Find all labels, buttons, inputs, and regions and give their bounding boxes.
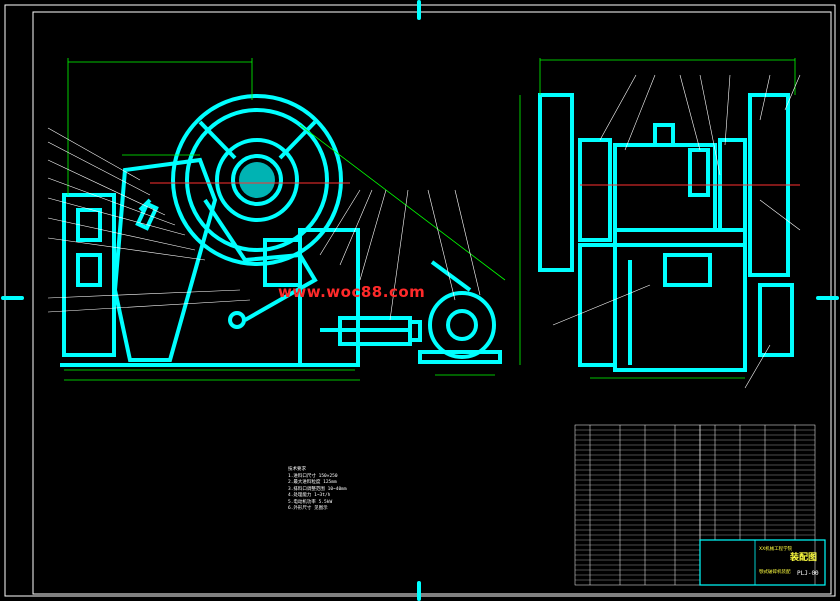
parts-rows bbox=[575, 429, 815, 581]
notes-line: 3.排料口调整范围 10~40mm bbox=[288, 486, 347, 492]
title-part: 颚式破碎机装配 bbox=[759, 570, 791, 575]
drawing-title: 装配图 bbox=[790, 553, 818, 563]
side-view bbox=[538, 93, 794, 372]
notes-line: 4.处理能力 1~3t/h bbox=[288, 493, 331, 498]
notes-line: 6.外形尺寸 见图示 bbox=[288, 506, 328, 511]
notes-heading: 技术要求 bbox=[288, 467, 306, 472]
title-block bbox=[699, 539, 826, 586]
notes-line: 1.进料口尺寸 150×250 bbox=[288, 473, 338, 479]
front-dimensions bbox=[64, 58, 506, 381]
notes-line: 5.电动机功率 5.5kW bbox=[288, 499, 333, 505]
front-view bbox=[60, 94, 502, 367]
flywheel-hub bbox=[239, 162, 275, 198]
inner-frame bbox=[32, 11, 832, 595]
leader-lines bbox=[47, 74, 801, 389]
drawing-code: PLJ-00 bbox=[797, 570, 819, 577]
technical-notes: 技术要求 1.进料口尺寸 150×250 2.最大进料粒度 125mm 3.排料… bbox=[288, 467, 347, 513]
notes-line: 2.最大进料粒度 125mm bbox=[288, 480, 337, 485]
side-dimensions bbox=[519, 58, 796, 379]
watermark-text: www.woc88.com bbox=[278, 283, 426, 301]
title-school: XX机械工程学院 bbox=[759, 547, 793, 552]
